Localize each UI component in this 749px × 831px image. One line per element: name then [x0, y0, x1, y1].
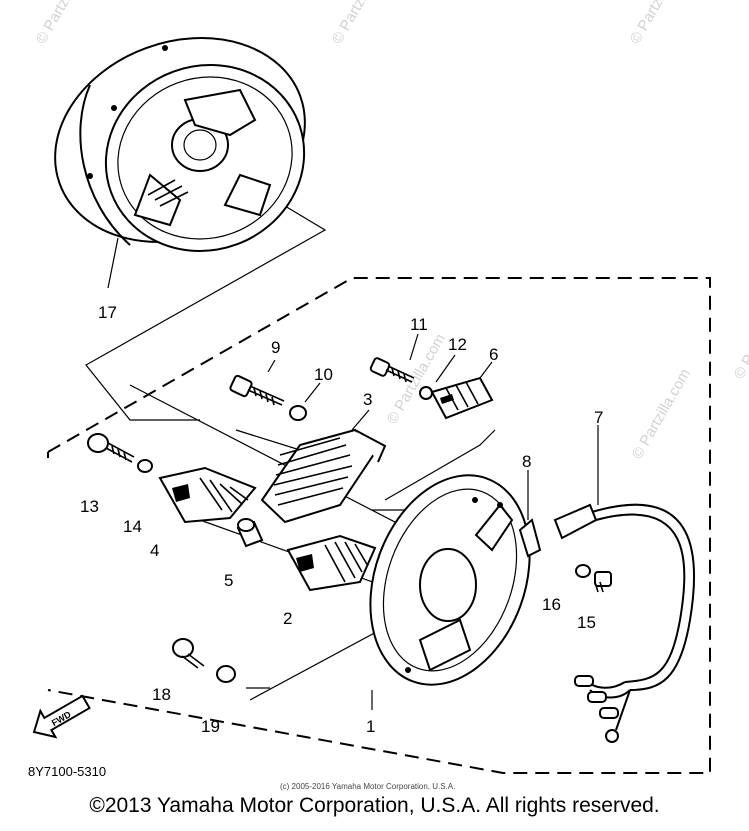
watermark-top-right: © Partzilla.com [627, 0, 692, 47]
watermark-middle-center: © Partzilla.com [384, 331, 449, 427]
callout-7: 7 [594, 408, 603, 427]
callout-9: 9 [271, 338, 280, 357]
callout-16: 16 [542, 595, 561, 614]
washer-16 [575, 564, 591, 578]
callout-3: 3 [363, 390, 372, 409]
bolt-11 [369, 357, 415, 383]
callout-18: 18 [152, 685, 171, 704]
callout-2: 2 [283, 609, 292, 628]
spacer-5 [236, 518, 264, 548]
wire-harness-7 [553, 425, 696, 743]
callout-1: 1 [366, 717, 375, 736]
footer-copyright: ©2013 Yamaha Motor Corporation, U.S.A. A… [89, 794, 660, 817]
nut-12 [419, 386, 433, 400]
callout-6: 6 [489, 345, 498, 364]
callout-11: 11 [410, 315, 428, 334]
callout-4: 4 [150, 541, 159, 560]
washer-14 [137, 459, 153, 473]
screw-13 [87, 433, 135, 463]
fwd-arrow: FWD [32, 694, 91, 739]
small-copyright: (c) 2005-2016 Yamaha Motor Corporation, … [280, 782, 455, 791]
callouts: 17 9 10 11 12 6 3 7 8 13 14 4 5 2 16 15 … [80, 303, 603, 736]
coil-6 [430, 376, 494, 420]
callout-leaders [267, 333, 493, 710]
callout-10: 10 [314, 365, 333, 384]
callout-14: 14 [123, 517, 142, 536]
assembly-boundary [47, 277, 711, 774]
watermark-right-edge: © Partzilla.com [731, 286, 749, 382]
screw-18 [172, 638, 205, 669]
screw-15 [594, 571, 612, 593]
callout-17: 17 [98, 303, 117, 322]
stator-base-plate [369, 474, 531, 686]
callout-13: 13 [80, 497, 99, 516]
callout-19: 19 [201, 717, 220, 736]
watermark-middle-right: © Partzilla.com [629, 366, 694, 462]
callout-15: 15 [577, 613, 596, 632]
pulser-coil-4 [158, 466, 257, 524]
watermark-top-center: © Partzilla.com [329, 0, 394, 47]
callout-5: 5 [224, 571, 233, 590]
clamp-8 [518, 470, 542, 558]
source-coil-2 [286, 534, 377, 592]
charge-coil-3 [260, 428, 387, 524]
watermark-top-left: © Partzilla.com [33, 0, 98, 47]
diagram-code: 8Y7100-5310 [28, 764, 106, 779]
callout-12: 12 [448, 335, 467, 354]
callout-8: 8 [522, 452, 531, 471]
washer-19 [216, 665, 236, 683]
flywheel-rotor [54, 37, 306, 289]
bolt-9 [229, 374, 285, 406]
washer-10 [289, 405, 307, 421]
